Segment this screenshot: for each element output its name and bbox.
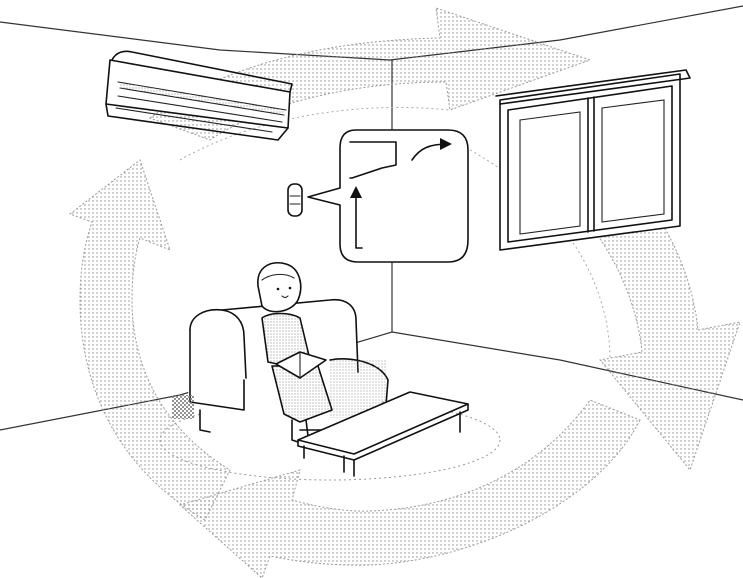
window-icon [496,70,690,250]
remote-control-icon [288,184,302,216]
airflow-callout [308,130,468,262]
